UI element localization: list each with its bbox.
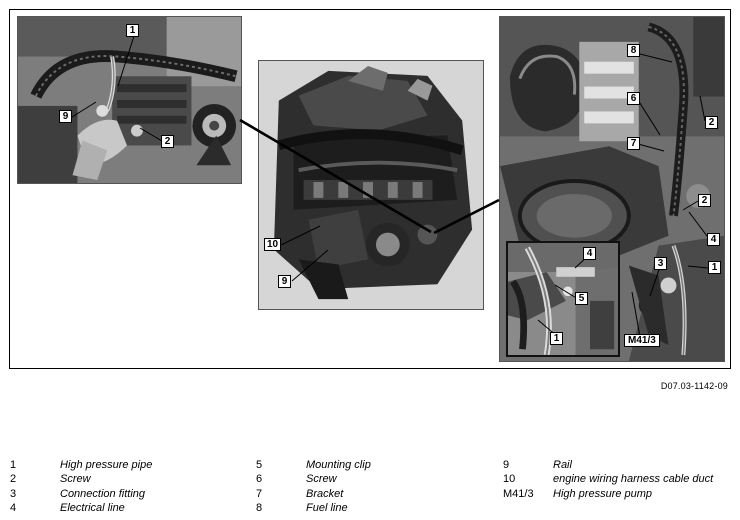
- legend-label: Screw: [306, 473, 337, 486]
- legend-number: 8: [256, 502, 263, 515]
- callout-inset-5: 5: [575, 292, 588, 305]
- photo-mounting-clip-inset: [506, 241, 620, 357]
- callout-right-2-mid: 2: [698, 194, 711, 207]
- callout-left-1: 1: [126, 24, 139, 37]
- legend-number: 7: [256, 487, 263, 500]
- legend-label: Screw: [60, 473, 91, 486]
- callout-right-4: 4: [707, 233, 720, 246]
- photo-rail-detail: [17, 16, 242, 184]
- callout-right-3: 3: [654, 257, 667, 270]
- engine-overview-illustration: [259, 61, 483, 309]
- legend-number: 2: [10, 473, 17, 486]
- callout-right-m41-3: M41/3: [624, 334, 660, 347]
- legend-label: High pressure pump: [553, 487, 653, 500]
- callout-center-10: 10: [264, 238, 282, 251]
- legend-number: 5: [256, 459, 263, 471]
- callout-right-7: 7: [627, 137, 640, 150]
- callout-inset-1: 1: [550, 332, 563, 345]
- callout-center-9: 9: [278, 275, 291, 288]
- callout-right-2-top: 2: [705, 116, 718, 129]
- legend-label: Bracket: [306, 487, 344, 500]
- legend-label: Connection fitting: [60, 487, 145, 500]
- callout-right-1: 1: [708, 261, 721, 274]
- legend-number: 6: [256, 473, 263, 486]
- legend-number: M41/3: [503, 487, 534, 500]
- callout-inset-4: 4: [583, 247, 596, 260]
- photo-engine-overview: [258, 60, 484, 310]
- legend-label: Fuel line: [306, 502, 348, 515]
- legend-number: 1: [10, 459, 17, 471]
- callout-right-8: 8: [627, 44, 640, 57]
- callout-left-2: 2: [161, 135, 174, 148]
- mounting-clip-illustration: [508, 243, 618, 355]
- legend-number: 4: [10, 502, 17, 515]
- figure-id: D07.03-1142-09: [660, 381, 728, 391]
- legend-number: 9: [503, 459, 510, 471]
- legend-label: Electrical line: [60, 502, 125, 515]
- legend-label: Mounting clip: [306, 459, 371, 471]
- legend-label: High pressure pipe: [60, 459, 153, 471]
- legend-label: Rail: [553, 459, 572, 471]
- legend-number: 3: [10, 487, 17, 500]
- callout-left-9: 9: [59, 110, 72, 123]
- callout-right-6: 6: [627, 92, 640, 105]
- legend-label: engine wiring harness cable duct: [553, 473, 714, 486]
- legend-number: 10: [503, 473, 516, 486]
- rail-detail-illustration: [18, 17, 241, 183]
